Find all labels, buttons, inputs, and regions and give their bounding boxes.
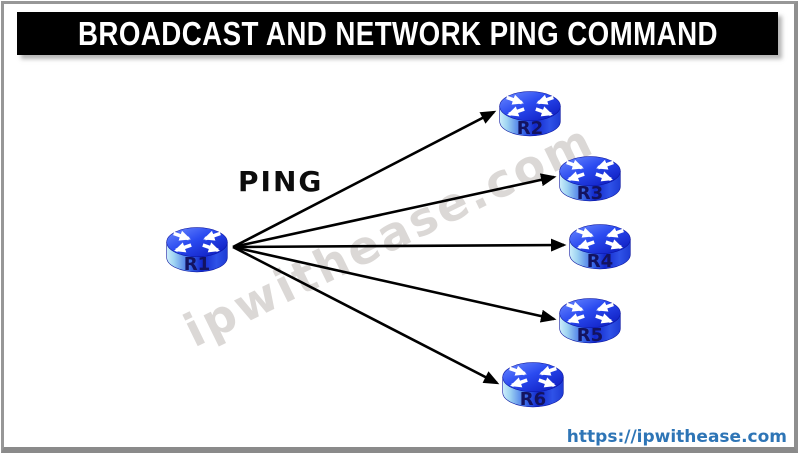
router-icon: R1 <box>166 227 228 275</box>
router-r2: R2 <box>495 85 565 139</box>
router-label: R3 <box>577 183 604 204</box>
ping-arrow-r1-r6 <box>232 245 500 385</box>
router-r1: R1 <box>162 221 232 275</box>
router-label: R4 <box>587 251 614 272</box>
router-r3: R3 <box>555 150 625 204</box>
router-r6: R6 <box>498 356 568 410</box>
router-arrows-icon <box>173 230 221 253</box>
router-arrows-icon <box>506 94 554 117</box>
router-label: R6 <box>520 389 547 410</box>
footer-url: https://ipwithease.com <box>566 427 787 447</box>
router-icon: R5 <box>559 298 621 346</box>
router-label: R1 <box>184 254 211 275</box>
router-icon: R4 <box>569 224 631 272</box>
ping-arrow-r1-r2 <box>232 110 497 249</box>
router-arrows-icon <box>509 365 557 388</box>
router-label: R2 <box>517 118 544 139</box>
router-arrows-icon <box>566 159 614 182</box>
router-arrows-icon <box>576 227 624 250</box>
router-icon: R6 <box>502 362 564 410</box>
router-r5: R5 <box>555 292 625 346</box>
router-label: R5 <box>577 325 604 346</box>
router-arrows-icon <box>566 301 614 324</box>
router-r4: R4 <box>565 218 635 272</box>
title-bar: BROADCAST AND NETWORK PING COMMAND <box>17 12 778 55</box>
router-icon: R3 <box>559 156 621 204</box>
ping-arrow-r1-r4 <box>232 238 567 252</box>
router-icon: R2 <box>499 91 561 139</box>
ping-label: PING <box>238 165 324 198</box>
page-title: BROADCAST AND NETWORK PING COMMAND <box>77 14 718 52</box>
ping-arrow-r1-r3 <box>232 173 557 249</box>
ping-arrow-r1-r5 <box>232 245 557 323</box>
